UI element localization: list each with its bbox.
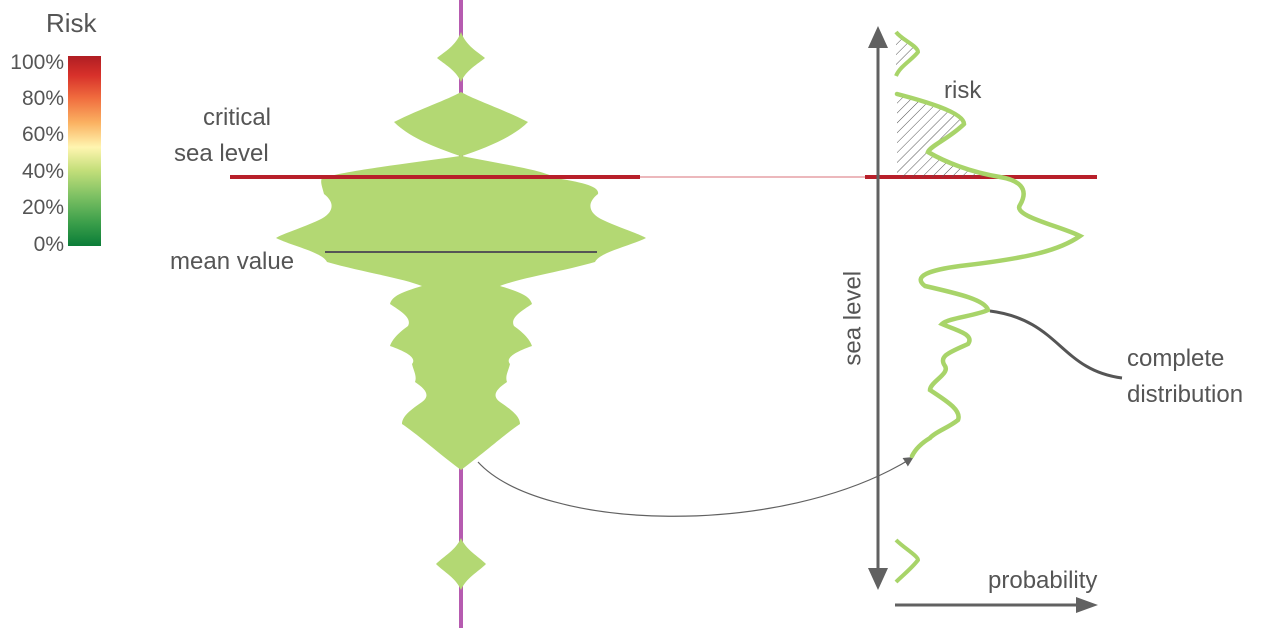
legend-tick-0: 0% <box>33 233 64 256</box>
legend-tick-60: 60% <box>21 123 64 146</box>
legend-tick-80: 80% <box>21 87 64 110</box>
distribution-tail-curve-top <box>894 30 921 77</box>
critical-sea-level-label: sea level <box>174 140 269 167</box>
distribution-tail-top <box>437 32 485 82</box>
risk-colorbar <box>68 56 101 246</box>
distribution-violin <box>276 92 646 470</box>
complete-label: complete <box>1127 345 1225 372</box>
legend-tick-20: 20% <box>21 196 64 219</box>
probability-axis-arrow <box>1076 597 1098 613</box>
legend-tick-40: 40% <box>21 160 64 183</box>
distribution-tail-bottom <box>436 538 486 590</box>
sea-level-axis-arrow-bottom <box>868 568 888 590</box>
complete-distribution-leader <box>989 309 1123 380</box>
legend-tick-100: 100% <box>10 51 64 74</box>
complete-distribution-curve <box>894 91 1085 459</box>
sea-level-axis-arrow-top <box>868 26 888 48</box>
transfer-arrow <box>477 456 914 517</box>
distribution-tail-curve-bottom <box>894 538 921 584</box>
risk-label: risk <box>944 77 982 104</box>
sea-level-axis-label: sea level <box>839 270 867 366</box>
distribution-label: distribution <box>1127 381 1244 408</box>
critical-label: critical <box>203 104 272 131</box>
mean-value-label: mean value <box>170 248 295 275</box>
probability-label: probability <box>988 567 1098 594</box>
legend-title: Risk <box>46 8 97 38</box>
